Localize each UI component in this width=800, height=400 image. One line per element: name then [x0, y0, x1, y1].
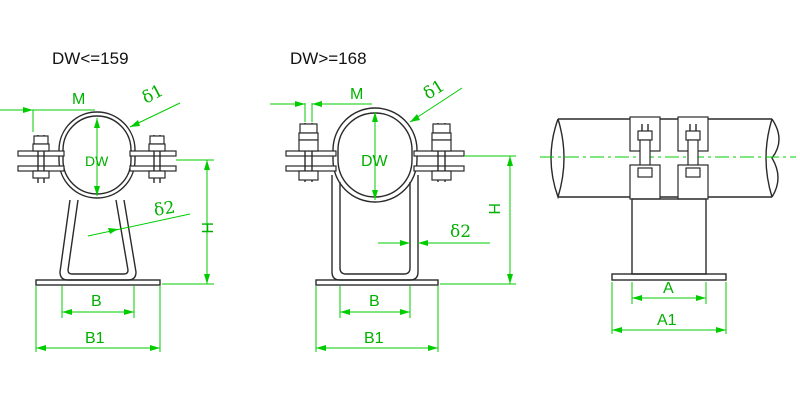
flange-right-top: [129, 150, 177, 157]
pipe-right-end: [765, 118, 780, 198]
pipe-left-end: [550, 118, 565, 200]
base-plate-side: [611, 273, 727, 281]
flange-right-top-large: [413, 150, 465, 157]
tapered-strut-outer: [59, 199, 137, 281]
m-dimension-large: M: [270, 86, 372, 122]
b1-dimension: B1: [35, 286, 161, 352]
clamp-ring-outer: [58, 111, 136, 199]
nut-right: [685, 130, 701, 141]
delta2-label: δ2: [152, 198, 176, 221]
h-label-large: H: [485, 203, 502, 215]
delta1-leader: δ1: [129, 81, 181, 128]
bolt-left: [32, 135, 50, 183]
delta1-leader-large: δ1: [409, 76, 463, 123]
b-dimension: B: [61, 286, 135, 318]
delta2-leader-large: δ2: [378, 222, 490, 246]
dw-dimension-large: DW: [361, 112, 389, 200]
bolt-left-large: [298, 123, 319, 182]
view-large-title: DW>=168: [290, 49, 367, 68]
tapered-strut-inner: [67, 199, 129, 275]
dw-dimension: DW: [85, 118, 109, 196]
flange-right-bottom: [129, 165, 177, 172]
b-dimension-large: B: [339, 286, 411, 318]
dw-label-large: DW: [361, 153, 389, 170]
bolt-right-large: [431, 123, 452, 182]
b1-label-large: B1: [364, 330, 384, 347]
bolt-right: [148, 135, 166, 183]
dw-label: DW: [85, 153, 109, 169]
a1-dimension: A1: [611, 282, 727, 334]
bolt-shaft-right: [687, 139, 699, 169]
flange-left-bottom: [17, 165, 65, 172]
base-plate-large: [315, 279, 439, 286]
delta1-label: δ1: [139, 81, 167, 109]
delta2-label-large: δ2: [450, 222, 471, 242]
bolt-shaft-left: [639, 139, 651, 169]
m-dimension: M: [0, 91, 95, 132]
h-dimension: H: [162, 159, 215, 285]
a-label: A: [663, 280, 674, 297]
u-frame-outer: [331, 175, 419, 281]
base-plate: [35, 279, 161, 286]
nut-left: [637, 130, 653, 141]
u-frame-inner: [339, 182, 411, 275]
flange-left-bottom-large: [285, 165, 337, 172]
flange-left-top-large: [285, 150, 337, 157]
support-column: [631, 198, 707, 275]
clamp-ring-inner-large: [337, 112, 413, 198]
b1-dimension-large: B1: [315, 286, 439, 352]
view-side: A A1: [540, 116, 796, 334]
view-small-title: DW<=159: [52, 49, 129, 68]
flange-right-bottom-large: [413, 165, 465, 172]
a1-label: A1: [657, 312, 677, 329]
b-label-large: B: [369, 293, 380, 310]
m-label-large: M: [350, 86, 363, 103]
h-dimension-large: H: [440, 155, 516, 285]
flange-left-top: [17, 150, 65, 157]
delta2-leader: δ2: [87, 198, 191, 237]
h-label: H: [198, 222, 215, 234]
b-label: B: [91, 293, 102, 310]
m-label: M: [72, 91, 85, 108]
view-large-pipe: DW>=168: [270, 49, 516, 352]
a-dimension: A: [631, 280, 707, 304]
b1-label: B1: [85, 330, 105, 347]
clamp-ring-inner: [62, 115, 132, 195]
clamp-ring-outer-large: [332, 107, 418, 203]
view-small-pipe: DW<=159: [0, 49, 215, 352]
